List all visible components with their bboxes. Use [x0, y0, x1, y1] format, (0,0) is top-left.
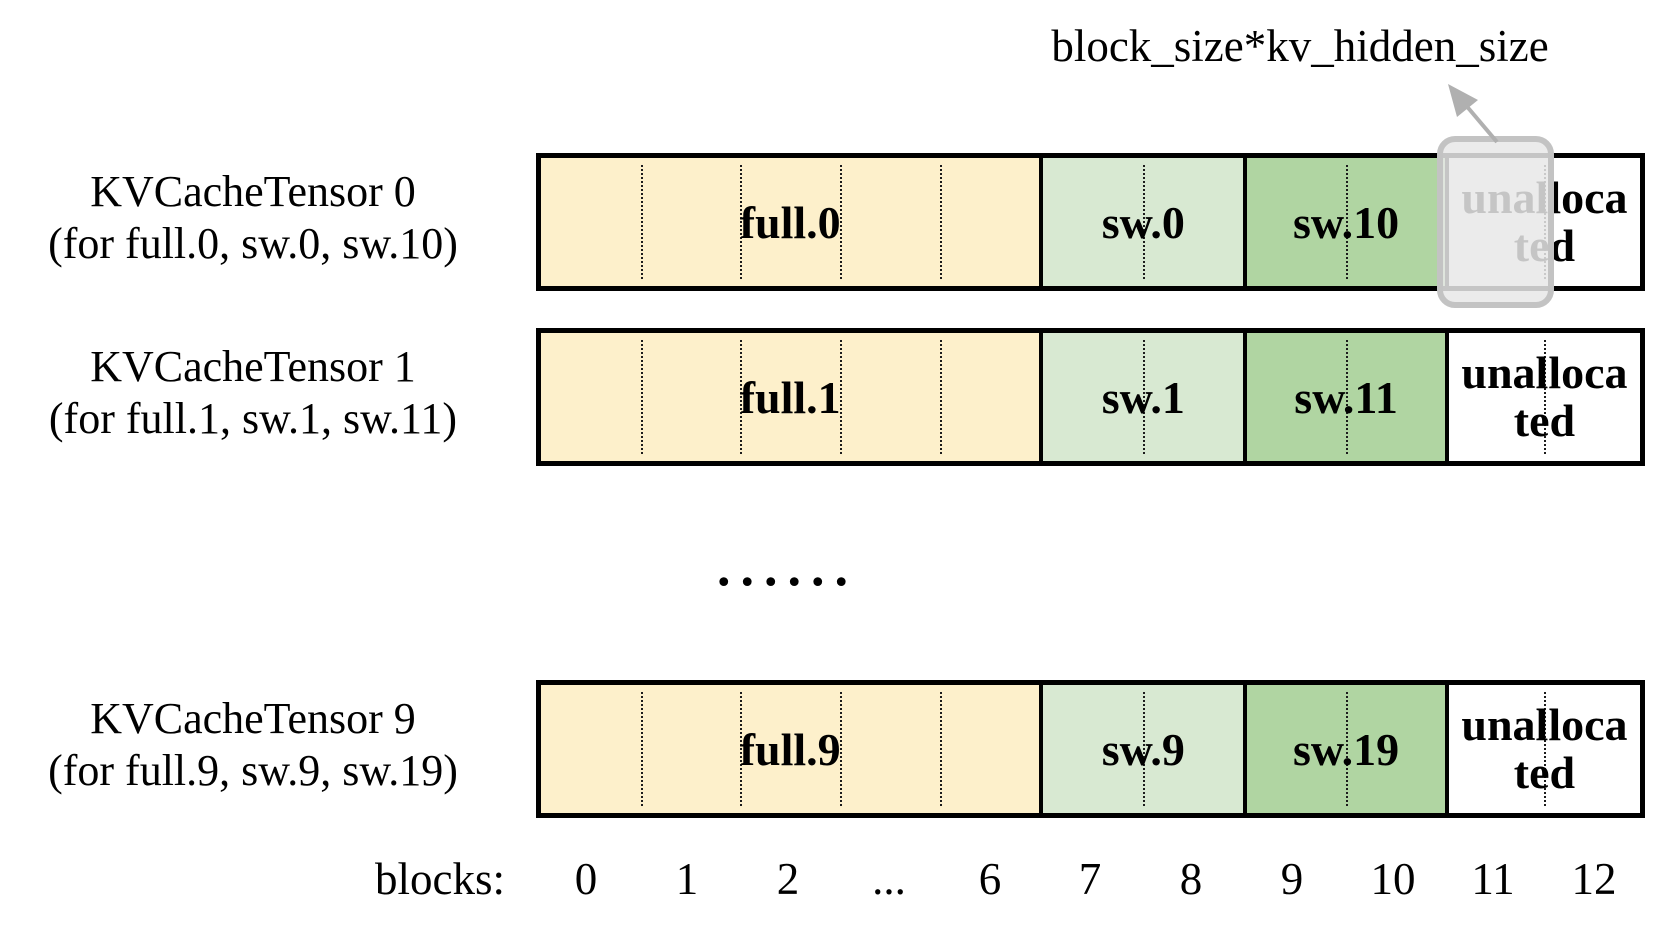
block-divider — [640, 692, 643, 806]
block-divider — [1143, 340, 1146, 454]
segment-label: sw.10 — [1293, 196, 1400, 248]
tensor9-sw-segment: sw.9 — [1039, 685, 1244, 813]
tensor1-bar: full.1 sw.1 sw.11 unalloca ted — [536, 328, 1645, 466]
block-divider — [740, 165, 743, 279]
block-divider — [1346, 165, 1349, 279]
block-tick-11: 11 — [1471, 854, 1515, 904]
block-divider — [840, 692, 843, 806]
segment-label: unalloca ted — [1461, 701, 1627, 797]
tensor1-sw11-segment: sw.11 — [1243, 333, 1445, 461]
block-size-annotation: block_size*kv_hidden_size — [1051, 21, 1549, 71]
rows-ellipsis: ...... — [717, 537, 858, 597]
block-tick-9: 9 — [1280, 854, 1304, 904]
block-tick-12: 12 — [1571, 854, 1617, 904]
block-divider — [939, 340, 942, 454]
tensor1-sw-segment: sw.1 — [1039, 333, 1244, 461]
segment-label: full.0 — [739, 196, 841, 248]
tensor1-contents: (for full.1, sw.1, sw.11) — [48, 394, 458, 443]
highlighted-block-outline — [1437, 136, 1554, 308]
tensor9-label: KVCacheTensor 9 (for full.9, sw.9, sw.19… — [8, 693, 498, 797]
block-tick-ellipsis: ... — [872, 854, 906, 904]
unallocated-line2: ted — [1513, 747, 1576, 798]
unallocated-line2: ted — [1513, 395, 1576, 446]
block-divider — [1544, 340, 1547, 454]
block-tick-0: 0 — [574, 854, 598, 904]
block-divider — [1346, 692, 1349, 806]
segment-label: full.9 — [739, 723, 841, 775]
block-tick-2: 2 — [776, 854, 800, 904]
block-tick-8: 8 — [1179, 854, 1203, 904]
block-divider — [840, 165, 843, 279]
block-tick-10: 10 — [1370, 854, 1416, 904]
tensor1-label: KVCacheTensor 1 (for full.1, sw.1, sw.11… — [8, 341, 498, 445]
block-divider — [840, 340, 843, 454]
tensor1-unallocated-segment: unalloca ted — [1444, 333, 1640, 461]
block-divider — [939, 165, 942, 279]
unallocated-line1: unalloca — [1461, 347, 1628, 398]
block-tick-7: 7 — [1078, 854, 1102, 904]
tensor0-full-segment: full.0 — [541, 158, 1040, 286]
block-divider — [640, 340, 643, 454]
block-divider — [1143, 165, 1146, 279]
block-tick-6: 6 — [978, 854, 1002, 904]
unallocated-line1: unalloca — [1461, 699, 1628, 750]
tensor9-sw19-segment: sw.19 — [1243, 685, 1445, 813]
tensor0-sw10-segment: sw.10 — [1243, 158, 1445, 286]
tensor0-name: KVCacheTensor 0 — [90, 167, 416, 216]
block-divider — [1544, 692, 1547, 806]
block-divider — [740, 340, 743, 454]
tensor1-name: KVCacheTensor 1 — [90, 342, 416, 391]
tensor9-full-segment: full.9 — [541, 685, 1040, 813]
tensor9-name: KVCacheTensor 9 — [90, 694, 416, 743]
tensor1-full-segment: full.1 — [541, 333, 1040, 461]
tensor9-unallocated-segment: unalloca ted — [1444, 685, 1640, 813]
tensor0-sw-segment: sw.0 — [1039, 158, 1244, 286]
block-divider — [1346, 340, 1349, 454]
tensor9-contents: (for full.9, sw.9, sw.19) — [48, 746, 458, 795]
tensor0-contents: (for full.0, sw.0, sw.10) — [48, 219, 458, 268]
annotation-arrow-head — [1448, 84, 1478, 117]
segment-label: sw.19 — [1293, 723, 1400, 775]
segment-label: sw.9 — [1101, 723, 1185, 775]
blocks-axis-label: blocks: — [375, 854, 505, 904]
segment-label: sw.0 — [1101, 196, 1185, 248]
block-divider — [740, 692, 743, 806]
segment-label: sw.1 — [1101, 371, 1185, 423]
block-divider — [939, 692, 942, 806]
block-divider — [1143, 692, 1146, 806]
block-tick-1: 1 — [675, 854, 699, 904]
tensor9-bar: full.9 sw.9 sw.19 unalloca ted — [536, 680, 1645, 818]
segment-label: full.1 — [739, 371, 841, 423]
segment-label: sw.11 — [1294, 371, 1398, 423]
block-divider — [640, 165, 643, 279]
tensor0-label: KVCacheTensor 0 (for full.0, sw.0, sw.10… — [8, 166, 498, 270]
segment-label: unalloca ted — [1461, 349, 1627, 445]
